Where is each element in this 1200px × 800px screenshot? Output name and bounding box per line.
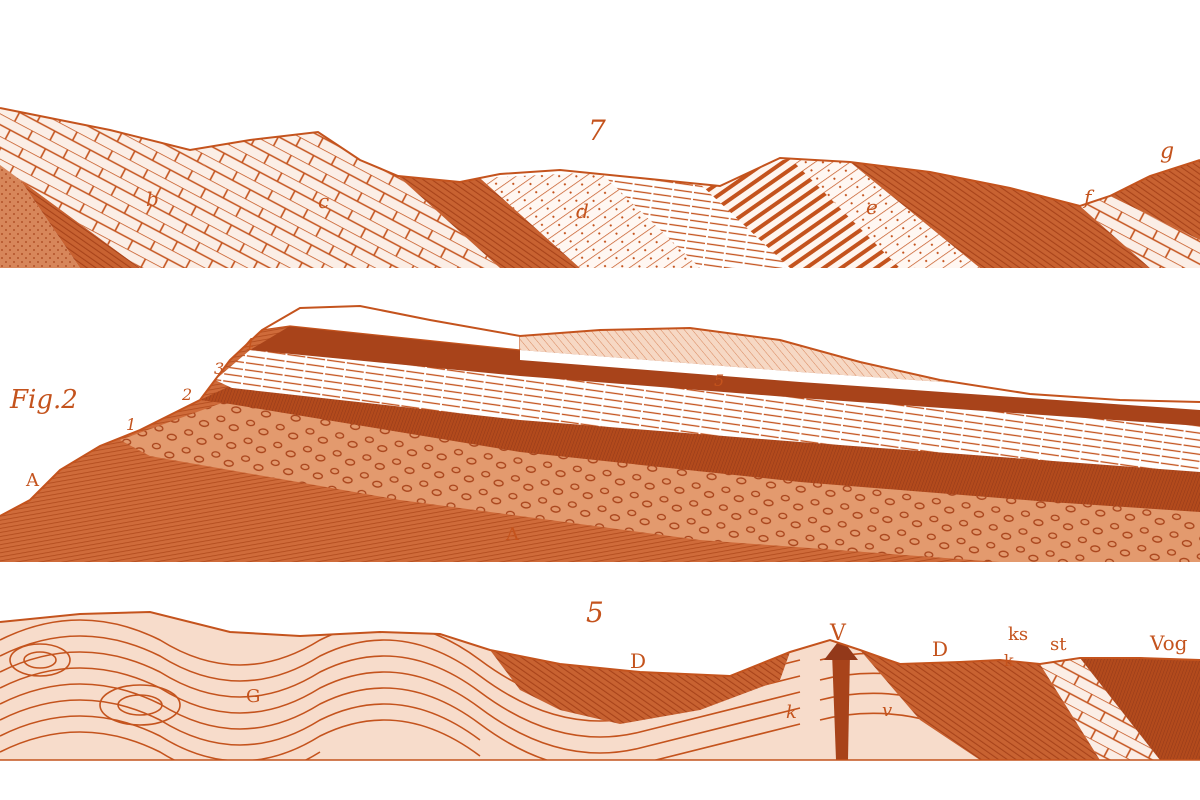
label-b: b — [146, 187, 159, 211]
label-5: 5 — [714, 371, 724, 390]
section-top: 7 b c d e f g — [0, 107, 1200, 268]
stratum-f — [1080, 196, 1200, 268]
stratum-dark-red — [200, 386, 1200, 512]
stratum-left-sandy — [0, 108, 80, 268]
label-D-left: D — [630, 649, 646, 673]
label-4: 4 — [243, 335, 254, 354]
middle-surface-outline — [0, 304, 1200, 517]
section-bottom: 5 G D V k v D ks k st Vog — [0, 596, 1200, 761]
label-2: 2 — [181, 385, 192, 404]
bottom-surface-outline — [0, 610, 1200, 678]
stratum-dark-block — [850, 162, 1150, 268]
label-A-lower: A — [505, 524, 520, 545]
label-k-lower: k — [1004, 651, 1014, 670]
stratum-limestone-b — [0, 108, 300, 268]
label-d: d — [576, 199, 589, 223]
label-k: k — [786, 702, 797, 723]
label-ks: ks — [1008, 624, 1028, 645]
label-V: V — [829, 621, 847, 646]
label-Vog: Vog — [1149, 631, 1188, 655]
volcanic-dyke — [832, 652, 850, 760]
stratum-ks — [1040, 658, 1160, 760]
section-bottom-number: 5 — [586, 596, 604, 629]
label-G: G — [246, 686, 260, 707]
stratum-dark-band-2 — [398, 176, 580, 268]
stratum-D-basin — [490, 650, 790, 724]
label-A-left: A — [25, 470, 40, 491]
label-3: 3 — [214, 359, 224, 378]
stratum-oolite — [600, 172, 790, 268]
stratum-e — [790, 158, 980, 268]
stratum-upper-hill — [520, 328, 1200, 402]
stratum-g — [1110, 160, 1200, 240]
section-middle: Fig.2 A 1 2 3 4 A 5 — [0, 304, 1200, 562]
label-c: c — [318, 189, 329, 213]
stratum-dark-band-1 — [0, 150, 140, 268]
label-v: v — [882, 700, 892, 721]
section-top-number: 7 — [588, 114, 606, 147]
label-1: 1 — [126, 415, 136, 434]
stratum-D-right — [860, 650, 1100, 760]
stratum-thin-beds — [215, 350, 1200, 472]
stratum-Vog — [1080, 658, 1200, 760]
stratum-d — [480, 172, 700, 268]
volcanic-dyke-top — [824, 638, 858, 660]
top-surface-outline — [0, 107, 1200, 208]
label-e: e — [866, 195, 878, 219]
figure-label: Fig.2 — [9, 385, 78, 415]
stratum-c — [190, 132, 500, 268]
stratum-striped — [700, 158, 900, 268]
stratum-conglomerate — [120, 400, 1200, 562]
label-D-right: D — [932, 637, 948, 661]
label-g: g — [1160, 139, 1174, 164]
label-st: st — [1050, 634, 1067, 655]
